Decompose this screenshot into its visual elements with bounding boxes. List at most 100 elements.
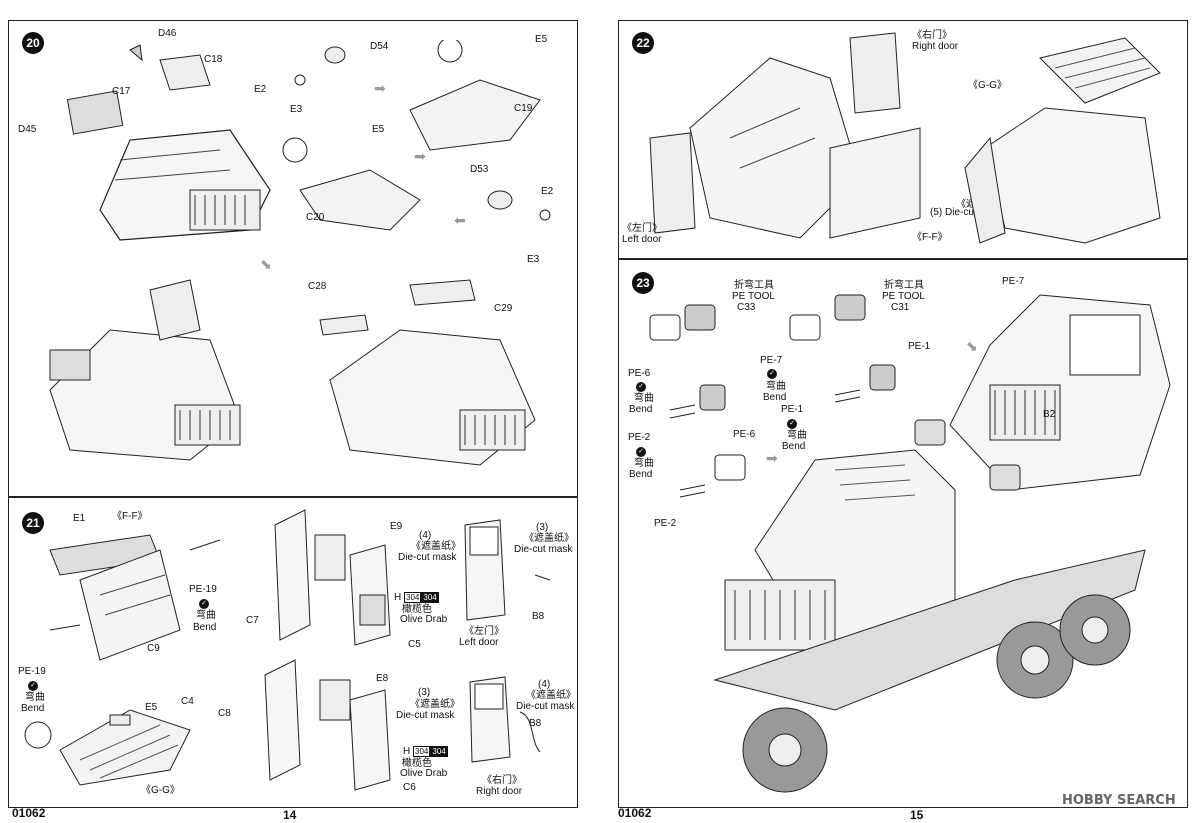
mask-label-cn: 《遮盖纸》 — [411, 541, 461, 552]
part-label-e3: E3 — [527, 254, 540, 265]
door-label: Right door — [476, 786, 523, 797]
bend-label: Bend — [21, 703, 45, 714]
cab-floor-diagram-2 — [49, 279, 241, 461]
door-label: Left door — [459, 637, 499, 648]
bend-label: Bend — [629, 404, 653, 415]
direction-arrow: ⬅ — [454, 212, 466, 228]
part-label-e2: E2 — [254, 84, 267, 95]
right-door-diagram — [274, 509, 391, 646]
direction-arrow: ⬊ — [966, 338, 978, 354]
part-label-e9: E9 — [390, 521, 403, 532]
page-number: 15 — [910, 808, 924, 822]
truck-chassis-diagram — [713, 449, 1146, 793]
door-mask-diagram-2 — [469, 676, 541, 763]
tool-label-cn: 折弯工具 — [734, 280, 774, 291]
part-label-c29: C29 — [494, 303, 513, 314]
right-page: 22 《右门》 Right door 《左门》 Left door 《遮盖纸》 … — [610, 0, 1200, 823]
part-label-b8: B8 — [532, 611, 545, 622]
door-label-cn: 《左门》 — [464, 626, 504, 637]
left-door-diagram — [264, 659, 391, 791]
part-label-e8: E8 — [376, 673, 389, 684]
paint-name-cn: 橄榄色 — [402, 604, 432, 615]
mask-label: (5) Die-cut mask — [930, 207, 1004, 218]
bend-label: Bend — [629, 469, 653, 480]
mask-number: (4) — [419, 530, 432, 541]
paint-code: 304 — [404, 592, 422, 603]
part-label-c20: C20 — [306, 212, 325, 223]
part-label-pe6: PE-6 — [733, 429, 756, 440]
bend-label-cn: 弯曲 — [787, 430, 807, 441]
part-label-d54: D54 — [370, 41, 389, 52]
direction-arrow: ➡ — [414, 148, 426, 164]
step-22-frame — [618, 20, 1188, 260]
mask-label: Die-cut mask — [514, 544, 573, 555]
bend-icon: ✓ — [199, 597, 209, 609]
part-label-pe1: PE-1 — [908, 341, 931, 352]
door-mask-diagram-1 — [464, 519, 551, 621]
part-label-c5: C5 — [408, 639, 421, 650]
left-page: 20 D46 C18 C17 D45 D54 E2 E3 E5 C19 E5 C… — [0, 0, 590, 823]
headlight-guard-diagram — [649, 294, 896, 498]
part-label-c28: C28 — [308, 281, 327, 292]
tool-label: PE TOOL — [882, 291, 925, 302]
part-label-c9: C9 — [147, 643, 160, 654]
part-label-d53: D53 — [470, 164, 489, 175]
direction-arrow: ⬊ — [260, 256, 272, 272]
part-label-pe2: PE-2 — [628, 432, 651, 443]
part-label-pe19: PE-19 — [189, 584, 217, 595]
door-label: Left door — [622, 234, 662, 245]
part-label-e3: E3 — [290, 104, 303, 115]
part-label-d46: D46 — [158, 28, 177, 39]
mask-label: Die-cut mask — [398, 552, 457, 563]
door-label: Right door — [912, 41, 959, 52]
cab-front-diagram — [914, 294, 1171, 491]
bend-icon: ✓ — [636, 380, 646, 392]
cab-floor-diagram-3 — [319, 279, 536, 466]
paint-h: H — [394, 592, 402, 603]
tool-label: PE TOOL — [732, 291, 775, 302]
part-label-e5: E5 — [145, 702, 158, 713]
view-label-gg: 《G-G》 — [968, 80, 1007, 91]
part-label-e2: E2 — [541, 186, 554, 197]
door-label-cn: 《左门》 — [622, 223, 662, 234]
part-label-e5: E5 — [535, 34, 548, 45]
door-label-cn: 《右门》 — [482, 775, 522, 786]
page-number: 14 — [283, 808, 297, 822]
part-label-b8: B8 — [529, 718, 542, 729]
paint-name: Olive Drab — [400, 768, 448, 779]
watermark: HOBBY SEARCH — [1062, 793, 1176, 808]
catalog-number: 01062 — [618, 806, 652, 820]
part-label-pe19: PE-19 — [18, 666, 46, 677]
catalog-number: 01062 — [12, 806, 46, 820]
part-label-c8: C8 — [218, 708, 231, 719]
roof-diagram — [24, 709, 191, 786]
mask-label-cn: 《遮盖纸》 — [410, 699, 460, 710]
bend-icon: ✓ — [636, 445, 646, 457]
view-label-ff: 《F-F》 — [112, 511, 148, 522]
step-number: 22 — [632, 32, 654, 54]
step-23-frame — [618, 258, 1188, 808]
bend-label-cn: 弯曲 — [196, 610, 216, 621]
part-label-pe7: PE-7 — [760, 355, 783, 366]
step-number: 20 — [22, 32, 44, 54]
paint-code: 304 — [430, 746, 448, 757]
paint-code: 304 — [421, 592, 439, 603]
bend-icon: ✓ — [767, 367, 777, 379]
mask-number: (3) — [536, 522, 549, 533]
view-label-ff: 《F-F》 — [912, 232, 948, 243]
bend-label-cn: 弯曲 — [766, 381, 786, 392]
part-label-c17: C17 — [112, 86, 131, 97]
paint-code: 304 — [413, 746, 431, 757]
mask-label: Die-cut mask — [516, 701, 575, 712]
mask-number: (4) — [538, 679, 551, 690]
paint-name-cn: 橄榄色 — [402, 758, 432, 769]
mask-label-cn: 《遮盖纸》 — [524, 533, 574, 544]
part-label-pe7: PE-7 — [1002, 276, 1025, 287]
bend-icon: ✓ — [28, 679, 38, 691]
mask-label-cn: 《遮盖纸》 — [526, 690, 576, 701]
part-label-c18: C18 — [204, 54, 223, 65]
part-label-c4: C4 — [181, 696, 194, 707]
tool-label-cn: 折弯工具 — [884, 280, 924, 291]
